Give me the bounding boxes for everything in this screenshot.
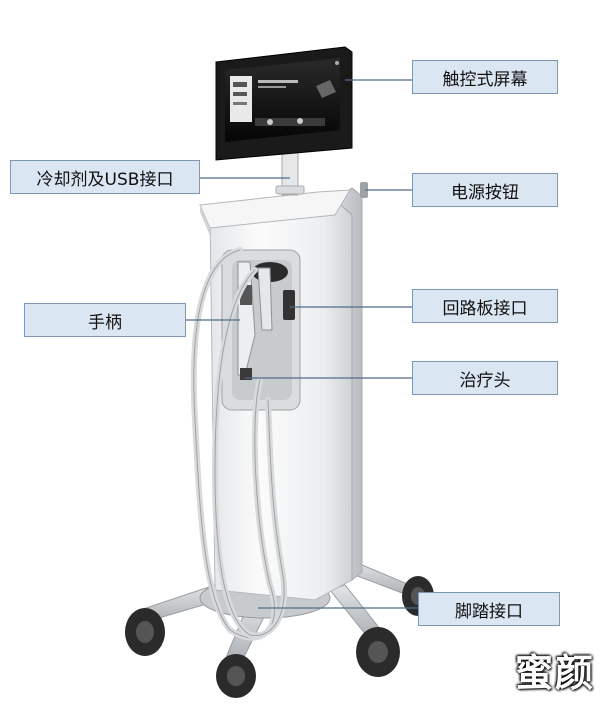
label-treatment-head: 治疗头 — [412, 361, 558, 395]
monitor-stand — [275, 149, 305, 196]
handpiece-shape — [237, 261, 273, 380]
label-circuit-board-port: 回路板接口 — [412, 289, 558, 323]
label-foot-pedal-port: 脚踏接口 — [418, 592, 560, 626]
touch-screen-monitor — [215, 46, 353, 161]
leader-lines — [186, 79, 418, 609]
label-coolant-usb: 冷却剂及USB接口 — [10, 160, 200, 194]
cables — [190, 247, 288, 641]
label-handpiece: 手柄 — [24, 303, 186, 337]
label-power-button: 电源按钮 — [412, 173, 558, 207]
label-touch-screen: 触控式屏幕 — [412, 60, 558, 94]
power-button-shape — [360, 182, 368, 198]
watermark: 蜜颜 — [514, 650, 595, 695]
